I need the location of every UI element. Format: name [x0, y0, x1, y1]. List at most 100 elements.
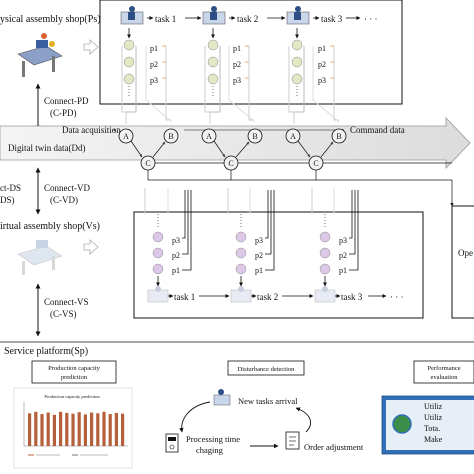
node-a	[285, 128, 301, 144]
physical-shop-section: ysical assembly shop(Ps)	[0, 0, 403, 105]
performance-item: Make	[424, 435, 443, 444]
virtual-task-label: task 1	[174, 292, 195, 302]
capacity-title-line1: Production capacity	[48, 365, 101, 372]
connect-vs-label: Connect-VS	[44, 297, 89, 307]
physical-shop-title: ysical assembly shop(Ps)	[0, 14, 101, 25]
order-adjustment-label: Order adjustment	[304, 442, 364, 452]
connect-ds-partial: ct-DS	[0, 183, 21, 193]
process-node	[123, 73, 135, 85]
capacity-bar	[40, 414, 44, 446]
virtual-worker-icon	[147, 286, 169, 303]
process-label: p2	[339, 251, 347, 260]
physical-task-label: task 2	[237, 14, 258, 24]
command-data-label: Command data	[350, 125, 405, 135]
capacity-bar	[52, 414, 56, 446]
process-node	[207, 73, 219, 85]
connect-pd: Connect-PD (C-PD)	[35, 83, 89, 131]
capacity-bar	[71, 413, 75, 446]
performance-evaluation-panel: Performance evaluation Utiliz Utiliz Tot…	[381, 360, 474, 455]
virtual-shop-box	[133, 211, 424, 319]
capacity-bar	[28, 413, 32, 446]
operation-partial-label: Ope	[458, 248, 473, 258]
process-label: p1	[318, 44, 326, 53]
virtual-worker-icon	[230, 286, 252, 303]
physical-machine-icon	[17, 33, 63, 77]
virtual-shop-section: irtual assembly shop(Vs) Ope	[0, 205, 474, 319]
process-label: p3	[339, 236, 347, 245]
capacity-bars	[28, 411, 125, 446]
capacity-bar	[108, 414, 112, 446]
node-b-label: B	[168, 132, 173, 141]
node-a-label: A	[290, 132, 296, 141]
process-node	[319, 231, 331, 243]
process-label: p3	[150, 76, 158, 85]
capacity-bar	[46, 412, 50, 446]
process-node	[235, 231, 247, 243]
node-b	[163, 128, 179, 144]
capacity-bar	[96, 413, 100, 446]
physical-task-column-1: task 1 p1 p2 p3	[120, 6, 176, 124]
process-node	[152, 231, 164, 243]
physical-task-label: task 1	[155, 14, 176, 24]
node-a	[118, 128, 134, 144]
performance-item: Tota.	[424, 424, 440, 433]
process-label: p1	[172, 266, 180, 275]
process-node	[291, 73, 303, 85]
virtual-task-column-1: p3 p2 p1 task 1	[144, 188, 195, 303]
service-platform-section: Service platform(Sp)	[0, 341, 474, 357]
process-label: p3	[318, 76, 326, 85]
capacity-chart-title: Production capacity prediction	[44, 394, 100, 399]
node-c-label: C	[145, 159, 150, 168]
process-label: p2	[255, 251, 263, 260]
process-label: p1	[339, 266, 347, 275]
capacity-bar	[121, 413, 125, 446]
process-node	[319, 247, 331, 259]
process-label: p3	[172, 236, 180, 245]
performance-title-box	[413, 360, 474, 384]
process-node	[123, 56, 135, 68]
twin-node-group-2: A B C	[201, 128, 263, 180]
process-label: p3	[255, 236, 263, 245]
processing-time-label-2: chaging	[196, 445, 224, 455]
virtual-worker-icon	[314, 286, 336, 303]
process-label: p2	[233, 60, 241, 69]
connect-vs-abbr: (C-VS)	[50, 309, 77, 319]
disturbance-title: Disturbance detection	[238, 366, 296, 373]
virtual-ellipsis: · · ·	[390, 292, 404, 302]
new-tasks-label: New tasks arrival	[238, 396, 298, 406]
virtual-flow-arrow	[83, 239, 99, 255]
virtual-task-column-3: p3 p2 p1 task 3 · · ·	[282, 188, 404, 303]
virtual-shop-title: irtual assembly shop(Vs)	[0, 221, 100, 232]
virtual-task-label: task 3	[341, 292, 363, 302]
processing-time-label: Processing time	[186, 434, 240, 444]
feedback-lines	[148, 162, 454, 207]
connect-ds-abbr-partial: DS)	[0, 195, 15, 205]
twin-node-group-1: A B C	[118, 128, 179, 180]
performance-item: Utiliz	[424, 413, 443, 422]
process-label: p1	[150, 44, 158, 53]
process-label: p3	[233, 76, 241, 85]
capacity-bar	[59, 411, 63, 446]
globe-icon	[392, 414, 412, 434]
disturbance-detection-panel: Disturbance detection New tasks arrival …	[165, 360, 364, 455]
process-label: p1	[233, 44, 241, 53]
twin-node-group-3: A B C	[285, 128, 347, 180]
virtual-task-column-2: p3 p2 p1 task 2	[199, 188, 278, 303]
new-tasks-icon	[213, 389, 231, 406]
capacity-title-box	[31, 360, 117, 384]
digital-twin-label: Digital twin data(Dd)	[8, 143, 85, 153]
process-node	[152, 247, 164, 259]
process-node	[291, 56, 303, 68]
node-b-label: B	[336, 132, 341, 141]
physical-ellipsis: · · ·	[364, 14, 378, 24]
connect-pd-label: Connect-PD	[44, 96, 89, 106]
node-a-label: A	[123, 132, 129, 141]
disturbance-title-box	[227, 360, 305, 376]
capacity-title-line2: prediction	[61, 374, 88, 381]
connect-vs: Connect-VS (C-VS)	[35, 283, 89, 337]
order-adjustment-icon	[285, 431, 300, 450]
performance-item: Utiliz	[424, 402, 443, 411]
worker-icon	[202, 6, 226, 25]
virtual-task-label: task 2	[257, 292, 278, 302]
